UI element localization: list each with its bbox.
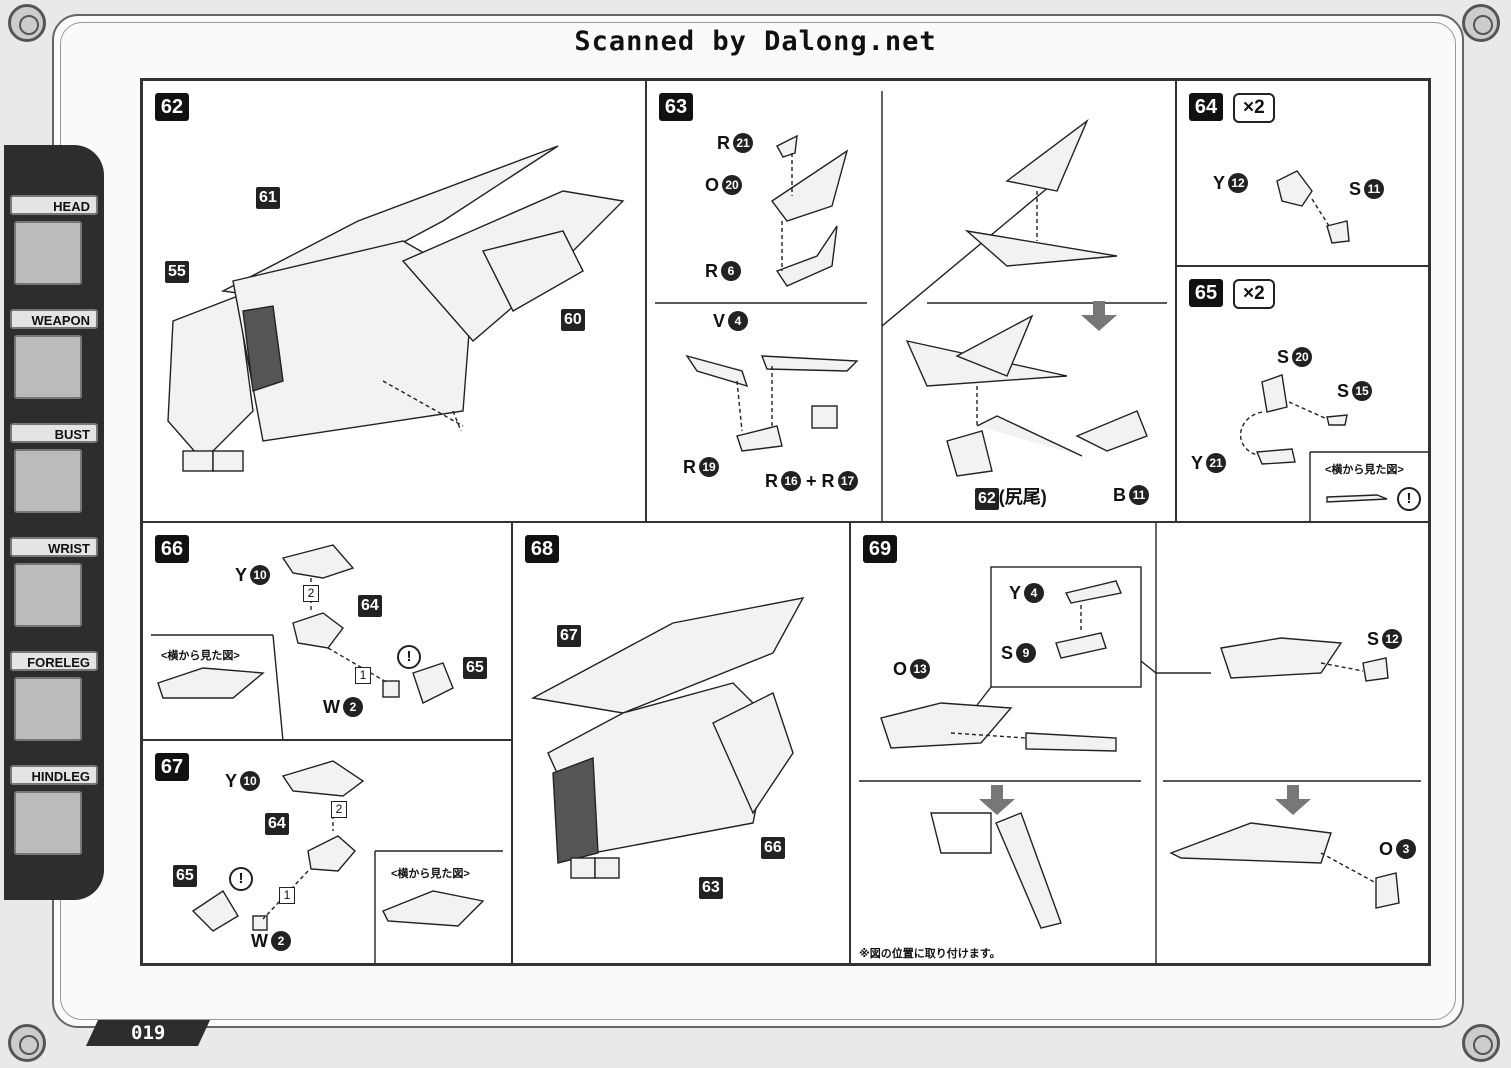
sidebar-item-label: WRIST bbox=[10, 537, 98, 557]
head-thumbnail-icon bbox=[14, 221, 82, 285]
weapon-thumbnail-icon bbox=[14, 335, 82, 399]
bust-thumbnail-icon bbox=[14, 449, 82, 513]
sidebar-item-weapon[interactable]: WEAPON bbox=[10, 309, 98, 399]
step-number: 68 bbox=[525, 535, 559, 563]
sidebar-item-label: HEAD bbox=[10, 195, 98, 215]
sequence-marker: 1 bbox=[279, 887, 295, 904]
sidebar-item-label: BUST bbox=[10, 423, 98, 443]
quantity-badge: ×2 bbox=[1233, 279, 1275, 309]
down-arrow-icon bbox=[1275, 785, 1311, 815]
step-number: 63 bbox=[659, 93, 693, 121]
instruction-grid: 62 61 55 60 63 bbox=[140, 78, 1431, 966]
sidebar-item-label: FORELEG bbox=[10, 651, 98, 671]
placement-note: ※図の位置に取り付けます。 bbox=[859, 948, 1001, 960]
part-callout: 55 bbox=[165, 261, 189, 283]
down-arrow-icon bbox=[979, 785, 1015, 815]
step-number: 67 bbox=[155, 753, 189, 781]
step-number: 64 bbox=[1189, 93, 1223, 121]
part-label-62-tail: 62(尻尾) bbox=[975, 483, 1047, 510]
sidebar-item-wrist[interactable]: WRIST bbox=[10, 537, 98, 627]
sidebar-item-head[interactable]: HEAD bbox=[10, 195, 98, 285]
part-64-illustration bbox=[1276, 170, 1350, 244]
part-65-illustration bbox=[1240, 374, 1428, 521]
head-final-illustration bbox=[530, 597, 805, 879]
part-callout: 65 bbox=[463, 657, 487, 679]
side-view-caption: <横から見た図> bbox=[391, 868, 470, 880]
corner-gear-icon bbox=[1462, 1024, 1500, 1062]
sequence-marker: 2 bbox=[303, 585, 319, 602]
corner-gear-icon bbox=[1462, 4, 1500, 42]
step-number: 62 bbox=[155, 93, 189, 121]
side-view-caption: <横から見た図> bbox=[1325, 464, 1404, 476]
warning-icon: ! bbox=[1397, 487, 1421, 511]
sidebar-item-label: HINDLEG bbox=[10, 765, 98, 785]
step-number: 69 bbox=[863, 535, 897, 563]
part-69-illustration bbox=[859, 523, 1421, 963]
part-callout: 66 bbox=[761, 837, 785, 859]
tail-assembly-illustration bbox=[655, 91, 1167, 521]
section-sidebar: HEAD WEAPON BUST WRIST FORELEG HINDLEG bbox=[4, 145, 104, 900]
down-arrow-icon bbox=[1081, 301, 1117, 331]
corner-gear-icon bbox=[8, 1024, 46, 1062]
part-callout: 65 bbox=[173, 865, 197, 887]
part-callout: 63 bbox=[699, 877, 723, 899]
sidebar-item-foreleg[interactable]: FORELEG bbox=[10, 651, 98, 741]
step-number: 66 bbox=[155, 535, 189, 563]
page-title: Scanned by Dalong.net bbox=[574, 26, 937, 57]
page-number: 019 bbox=[85, 1020, 211, 1046]
corner-gear-icon bbox=[8, 4, 46, 42]
step-62-panel: 62 61 55 60 bbox=[142, 80, 646, 522]
sidebar-item-bust[interactable]: BUST bbox=[10, 423, 98, 513]
sequence-marker: 1 bbox=[355, 667, 371, 684]
part-callout: 67 bbox=[557, 625, 581, 647]
side-view-caption: <横から見た図> bbox=[161, 650, 240, 662]
sequence-marker: 2 bbox=[331, 801, 347, 818]
warning-icon: ! bbox=[229, 867, 253, 891]
part-callout: 60 bbox=[561, 309, 585, 331]
part-callout: 64 bbox=[265, 813, 289, 835]
quantity-badge: ×2 bbox=[1233, 93, 1275, 123]
hindleg-thumbnail-icon bbox=[14, 791, 82, 855]
part-67-illustration bbox=[191, 760, 503, 963]
step-68-panel: 68 67 66 63 bbox=[512, 522, 850, 964]
sidebar-item-label: WEAPON bbox=[10, 309, 98, 329]
warning-icon: ! bbox=[397, 645, 421, 669]
foreleg-thumbnail-icon bbox=[14, 677, 82, 741]
part-callout: 64 bbox=[358, 595, 382, 617]
step-number: 65 bbox=[1189, 279, 1223, 307]
part-callout: 61 bbox=[256, 187, 280, 209]
wrist-thumbnail-icon bbox=[14, 563, 82, 627]
sidebar-item-hindleg[interactable]: HINDLEG bbox=[10, 765, 98, 855]
head-assembly-illustration bbox=[167, 145, 625, 472]
